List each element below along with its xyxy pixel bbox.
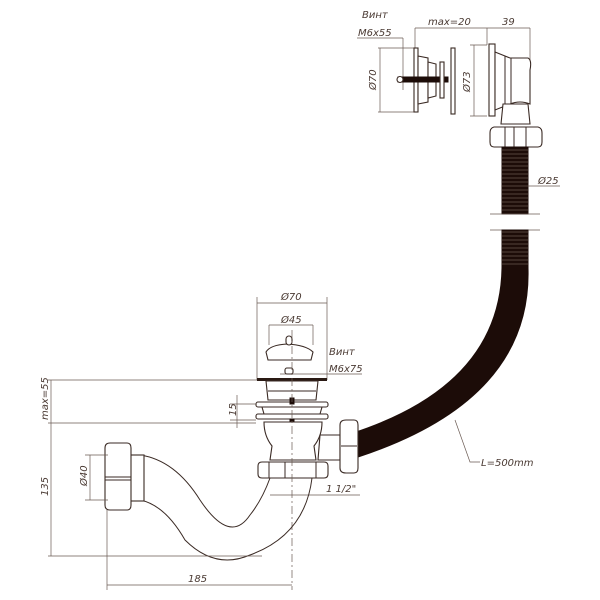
overflow-nut xyxy=(489,126,543,148)
dim-drain-plug-diameter: Ø45 xyxy=(280,314,302,326)
drain-screw-size: M6x75 xyxy=(329,364,363,375)
hose-length-label: L=500mm xyxy=(481,458,534,469)
drain-screw-head xyxy=(284,367,294,375)
overflow-elbow xyxy=(494,51,532,111)
hose-upper-segment xyxy=(501,146,529,215)
overall-dimensions: max=55 135 185 xyxy=(40,377,292,590)
overflow-gasket xyxy=(450,47,456,115)
drain-plug xyxy=(265,343,314,361)
dim-trap-width: 185 xyxy=(188,574,207,585)
dim-overflow-body-diameter: Ø73 xyxy=(461,71,473,93)
hose-curve xyxy=(352,267,529,458)
dim-hose-diameter: Ø25 xyxy=(537,175,559,187)
dim-drain-outer-diameter: Ø70 xyxy=(280,291,302,303)
dim-drain-max: max=55 xyxy=(40,377,51,420)
trap-outer-contour xyxy=(139,477,313,561)
dim-drain-thickness: 15 xyxy=(228,403,239,416)
dim-drain-thread: 1 1/2" xyxy=(326,484,356,495)
drain-assembly: Ø70 Ø45 Винт M6x75 15 xyxy=(228,291,363,590)
drain-screw-label: Винт xyxy=(329,347,356,358)
plug-knob xyxy=(285,335,293,346)
hose-ribs xyxy=(502,231,528,265)
drain-side-outlet xyxy=(317,434,341,461)
overflow-screw-label: Винт xyxy=(362,10,389,21)
trap-inner-contour xyxy=(139,454,271,528)
dim-max20-label: max=20 xyxy=(428,17,471,28)
drain-lower-nut xyxy=(257,461,329,479)
dim-overflow-cover-diameter: Ø70 xyxy=(367,69,379,91)
screw-head xyxy=(396,75,404,84)
hose-lower-ribbed xyxy=(501,229,529,271)
overflow-washer xyxy=(439,61,445,99)
overflow-outlet-neck xyxy=(500,103,531,125)
overflow-assembly: max=20 39 Винт M6x55 Ø70 Ø73 xyxy=(357,10,543,148)
dim-trap-height: 135 xyxy=(40,477,51,496)
corrugated-hose: Ø25 L=500mm xyxy=(352,146,560,469)
hose-ribs xyxy=(502,149,528,211)
overflow-flange xyxy=(488,43,496,117)
overflow-screw-size: M6x55 xyxy=(358,28,392,39)
dim-trap-outlet-diameter: Ø40 xyxy=(78,465,90,487)
dim-39-label: 39 xyxy=(502,17,515,28)
drain-body xyxy=(263,421,323,461)
trap-assembly: Ø40 xyxy=(78,442,313,561)
hose-length-leader xyxy=(454,419,480,463)
trap-outlet-pipe xyxy=(129,454,145,502)
